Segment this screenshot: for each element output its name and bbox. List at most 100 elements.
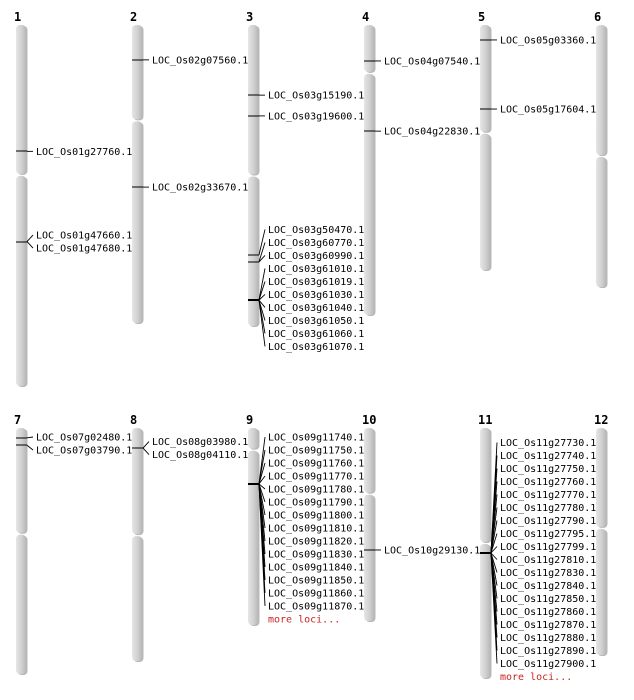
locus-label[interactable]: LOC_Os09g11790.1 bbox=[268, 498, 364, 509]
chromosome-1[interactable]: 1LOC_Os01g27760.1LOC_Os01g47660.1LOC_Os0… bbox=[14, 10, 132, 387]
locus-label[interactable]: LOC_Os09g11760.1 bbox=[268, 459, 364, 470]
chromosome-short-arm bbox=[596, 428, 606, 527]
locus-label[interactable]: LOC_Os10g29130.1 bbox=[384, 545, 480, 556]
locus-connector bbox=[490, 552, 498, 664]
chromosome-number: 2 bbox=[130, 10, 137, 24]
locus-label[interactable]: LOC_Os03g60770.1 bbox=[268, 238, 364, 249]
locus-connector bbox=[258, 300, 266, 347]
locus-label[interactable]: LOC_Os11g27730.1 bbox=[500, 438, 596, 449]
locus-label[interactable]: LOC_Os11g27900.1 bbox=[500, 659, 596, 670]
locus-label[interactable]: LOC_Os11g27770.1 bbox=[500, 490, 596, 501]
locus-label[interactable]: LOC_Os03g61030.1 bbox=[268, 290, 364, 301]
locus-connector bbox=[26, 241, 34, 249]
locus-label[interactable]: LOC_Os09g11820.1 bbox=[268, 537, 364, 548]
locus-label[interactable]: LOC_Os07g02480.1 bbox=[36, 433, 132, 444]
locus-label[interactable]: LOC_Os04g22830.1 bbox=[384, 127, 480, 138]
more-loci-link[interactable]: more loci... bbox=[268, 615, 340, 626]
locus-label[interactable]: LOC_Os09g11800.1 bbox=[268, 511, 364, 522]
locus-label[interactable]: LOC_Os05g03360.1 bbox=[500, 35, 596, 46]
locus-connector bbox=[258, 255, 266, 263]
locus-label[interactable]: LOC_Os03g15190.1 bbox=[268, 91, 364, 102]
locus-label[interactable]: LOC_Os09g11850.1 bbox=[268, 576, 364, 587]
locus-label[interactable]: LOC_Os03g61040.1 bbox=[268, 303, 364, 314]
locus-connector bbox=[258, 483, 266, 490]
locus-connector bbox=[26, 436, 34, 439]
locus-label[interactable]: LOC_Os11g27860.1 bbox=[500, 607, 596, 618]
chromosome-long-arm bbox=[16, 175, 26, 386]
locus-label[interactable]: LOC_Os11g27750.1 bbox=[500, 464, 596, 475]
chromosome-number: 9 bbox=[246, 413, 253, 427]
locus-label[interactable]: LOC_Os03g50470.1 bbox=[268, 225, 364, 236]
locus-label[interactable]: LOC_Os02g33670.1 bbox=[152, 183, 248, 194]
locus-label[interactable]: LOC_Os11g27780.1 bbox=[500, 503, 596, 514]
locus-label[interactable]: LOC_Os11g27810.1 bbox=[500, 555, 596, 566]
locus-label[interactable]: LOC_Os03g60990.1 bbox=[268, 251, 364, 262]
locus-label[interactable]: LOC_Os09g11830.1 bbox=[268, 550, 364, 561]
locus-label[interactable]: LOC_Os09g11750.1 bbox=[268, 446, 364, 457]
chromosome-short-arm bbox=[480, 428, 490, 542]
chromosome-11[interactable]: 11LOC_Os11g27730.1LOC_Os11g27740.1LOC_Os… bbox=[478, 413, 596, 683]
chromosome-long-arm bbox=[596, 157, 606, 287]
locus-connector bbox=[490, 546, 498, 554]
chromosome-number: 4 bbox=[362, 10, 369, 24]
locus-label[interactable]: LOC_Os05g17604.1 bbox=[500, 105, 596, 116]
locus-label[interactable]: LOC_Os11g27850.1 bbox=[500, 594, 596, 605]
locus-connector bbox=[258, 475, 266, 485]
locus-label[interactable]: LOC_Os03g61010.1 bbox=[268, 264, 364, 275]
chromosome-short-arm bbox=[364, 428, 374, 493]
chromosome-9[interactable]: 9LOC_Os09g11740.1LOC_Os09g11750.1LOC_Os0… bbox=[246, 413, 364, 626]
locus-label[interactable]: LOC_Os03g61060.1 bbox=[268, 329, 364, 340]
locus-label[interactable]: LOC_Os11g27799.1 bbox=[500, 542, 596, 553]
locus-label[interactable]: LOC_Os04g07540.1 bbox=[384, 56, 480, 67]
locus-label[interactable]: LOC_Os01g47660.1 bbox=[36, 231, 132, 242]
locus-label[interactable]: LOC_Os09g11870.1 bbox=[268, 602, 364, 613]
locus-label[interactable]: LOC_Os08g03980.1 bbox=[152, 437, 248, 448]
chromosome-6[interactable]: 6 bbox=[594, 10, 608, 288]
locus-connector bbox=[490, 520, 498, 554]
chromosome-long-arm bbox=[480, 133, 490, 270]
locus-label[interactable]: LOC_Os03g61070.1 bbox=[268, 342, 364, 353]
chromosome-number: 7 bbox=[14, 413, 21, 427]
locus-label[interactable]: LOC_Os11g27890.1 bbox=[500, 646, 596, 657]
locus-label[interactable]: LOC_Os09g11780.1 bbox=[268, 485, 364, 496]
locus-label[interactable]: LOC_Os01g27760.1 bbox=[36, 147, 132, 158]
locus-connector bbox=[258, 242, 266, 263]
chromosome-number: 12 bbox=[594, 413, 608, 427]
locus-label[interactable]: LOC_Os11g27795.1 bbox=[500, 529, 596, 540]
more-loci-link[interactable]: more loci... bbox=[500, 672, 572, 683]
chromosome-number: 5 bbox=[478, 10, 485, 24]
chromosome-short-arm bbox=[132, 428, 142, 535]
locus-connector bbox=[490, 552, 498, 560]
locus-label[interactable]: LOC_Os11g27880.1 bbox=[500, 633, 596, 644]
locus-label[interactable]: LOC_Os11g27760.1 bbox=[500, 477, 596, 488]
chromosome-12[interactable]: 12 bbox=[594, 413, 608, 656]
locus-connector bbox=[26, 234, 34, 242]
locus-label[interactable]: LOC_Os03g61050.1 bbox=[268, 316, 364, 327]
locus-label[interactable]: LOC_Os03g19600.1 bbox=[268, 111, 364, 122]
locus-label[interactable]: LOC_Os11g27740.1 bbox=[500, 451, 596, 462]
locus-label[interactable]: LOC_Os11g27790.1 bbox=[500, 516, 596, 527]
locus-label[interactable]: LOC_Os09g11840.1 bbox=[268, 563, 364, 574]
locus-label[interactable]: LOC_Os01g47680.1 bbox=[36, 244, 132, 255]
locus-label[interactable]: LOC_Os09g11740.1 bbox=[268, 433, 364, 444]
locus-label[interactable]: LOC_Os09g11810.1 bbox=[268, 524, 364, 535]
chromosome-3[interactable]: 3LOC_Os03g15190.1LOC_Os03g19600.1LOC_Os0… bbox=[246, 10, 364, 353]
chromosome-short-arm bbox=[248, 25, 258, 175]
chromosome-long-arm bbox=[596, 528, 606, 655]
locus-label[interactable]: LOC_Os11g27840.1 bbox=[500, 581, 596, 592]
locus-label[interactable]: LOC_Os03g61019.1 bbox=[268, 277, 364, 288]
locus-label[interactable]: LOC_Os11g27870.1 bbox=[500, 620, 596, 631]
locus-label[interactable]: LOC_Os09g11770.1 bbox=[268, 472, 364, 483]
locus-label[interactable]: LOC_Os08g04110.1 bbox=[152, 450, 248, 461]
locus-connector bbox=[258, 483, 266, 607]
locus-label[interactable]: LOC_Os09g11860.1 bbox=[268, 589, 364, 600]
locus-label[interactable]: LOC_Os07g03790.1 bbox=[36, 446, 132, 457]
locus-label[interactable]: LOC_Os02g07560.1 bbox=[152, 55, 248, 66]
locus-label[interactable]: LOC_Os11g27830.1 bbox=[500, 568, 596, 579]
